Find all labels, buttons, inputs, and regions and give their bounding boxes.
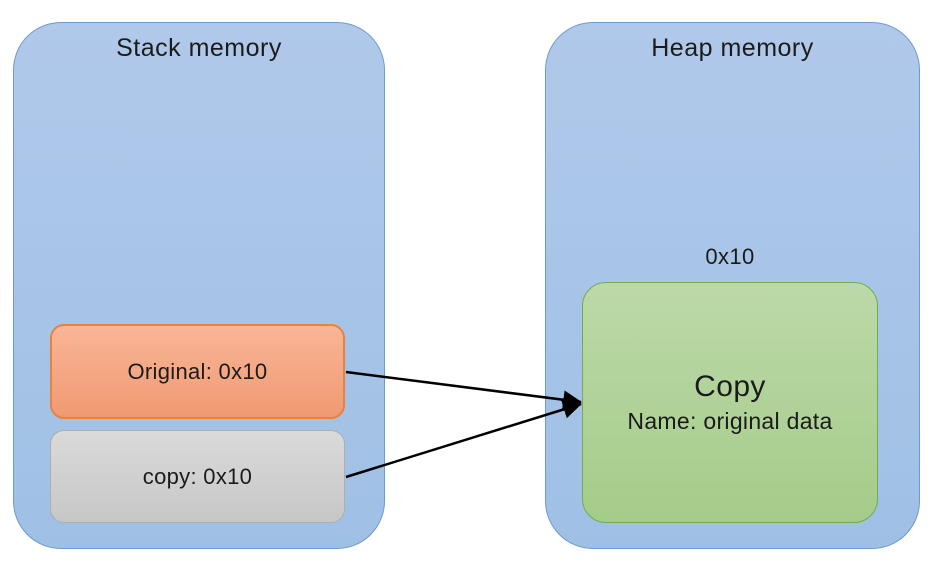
stack-memory-title: Stack memory [116, 34, 282, 62]
heap-object-title: Copy [694, 369, 766, 403]
heap-address-label: 0x10 [705, 244, 755, 269]
stack-variable-original: Original: 0x10 [50, 324, 345, 419]
stack-variable-copy: copy: 0x10 [50, 430, 345, 523]
stack-variable-original-label: Original: 0x10 [127, 358, 268, 384]
heap-object-subtitle: Name: original data [627, 407, 833, 434]
heap-object: Copy Name: original data [582, 282, 878, 523]
heap-memory-title: Heap memory [651, 34, 814, 62]
stack-variable-copy-label: copy: 0x10 [142, 463, 253, 489]
